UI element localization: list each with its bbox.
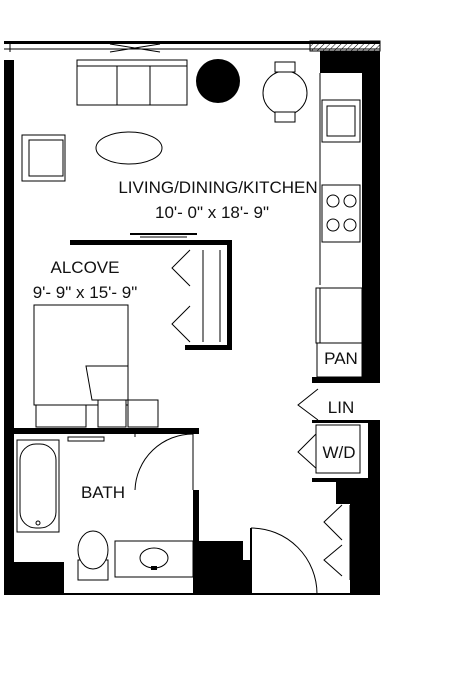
toilet (77, 530, 109, 581)
kitchen-counter (315, 73, 363, 344)
pantry-label: PAN (324, 349, 358, 368)
dining-set (262, 61, 308, 123)
entry-closet-door (323, 504, 351, 580)
coffee-table (95, 131, 163, 165)
bath-door (134, 433, 194, 491)
alcove-dimensions: 9'- 9" x 15'- 9" (33, 283, 138, 302)
linen-label: LIN (328, 398, 354, 417)
sofa (76, 59, 188, 106)
interior-walls (14, 240, 380, 545)
armchair (21, 134, 66, 182)
tv-stand (130, 233, 197, 238)
towel-bar (67, 436, 105, 442)
alcove-name: ALCOVE (51, 258, 120, 277)
side-table (196, 59, 240, 103)
top-window (4, 40, 381, 53)
wd-closet-door (297, 424, 361, 474)
alcove-closet (171, 249, 221, 343)
bathtub (16, 439, 60, 533)
pantry-closet (316, 342, 363, 378)
bed (33, 304, 159, 428)
vanity (114, 540, 194, 578)
washer-dryer-label: W/D (322, 443, 355, 462)
bath-name: BATH (81, 483, 125, 502)
linen-closet-door (297, 388, 319, 421)
living-room-dimensions: 10'- 0" x 18'- 9" (155, 203, 269, 222)
refrigerator (315, 287, 363, 344)
exterior-walls (4, 51, 380, 595)
entry-door (250, 527, 318, 595)
stove (321, 184, 361, 243)
living-room-name: LIVING/DINING/KITCHEN (118, 178, 317, 197)
